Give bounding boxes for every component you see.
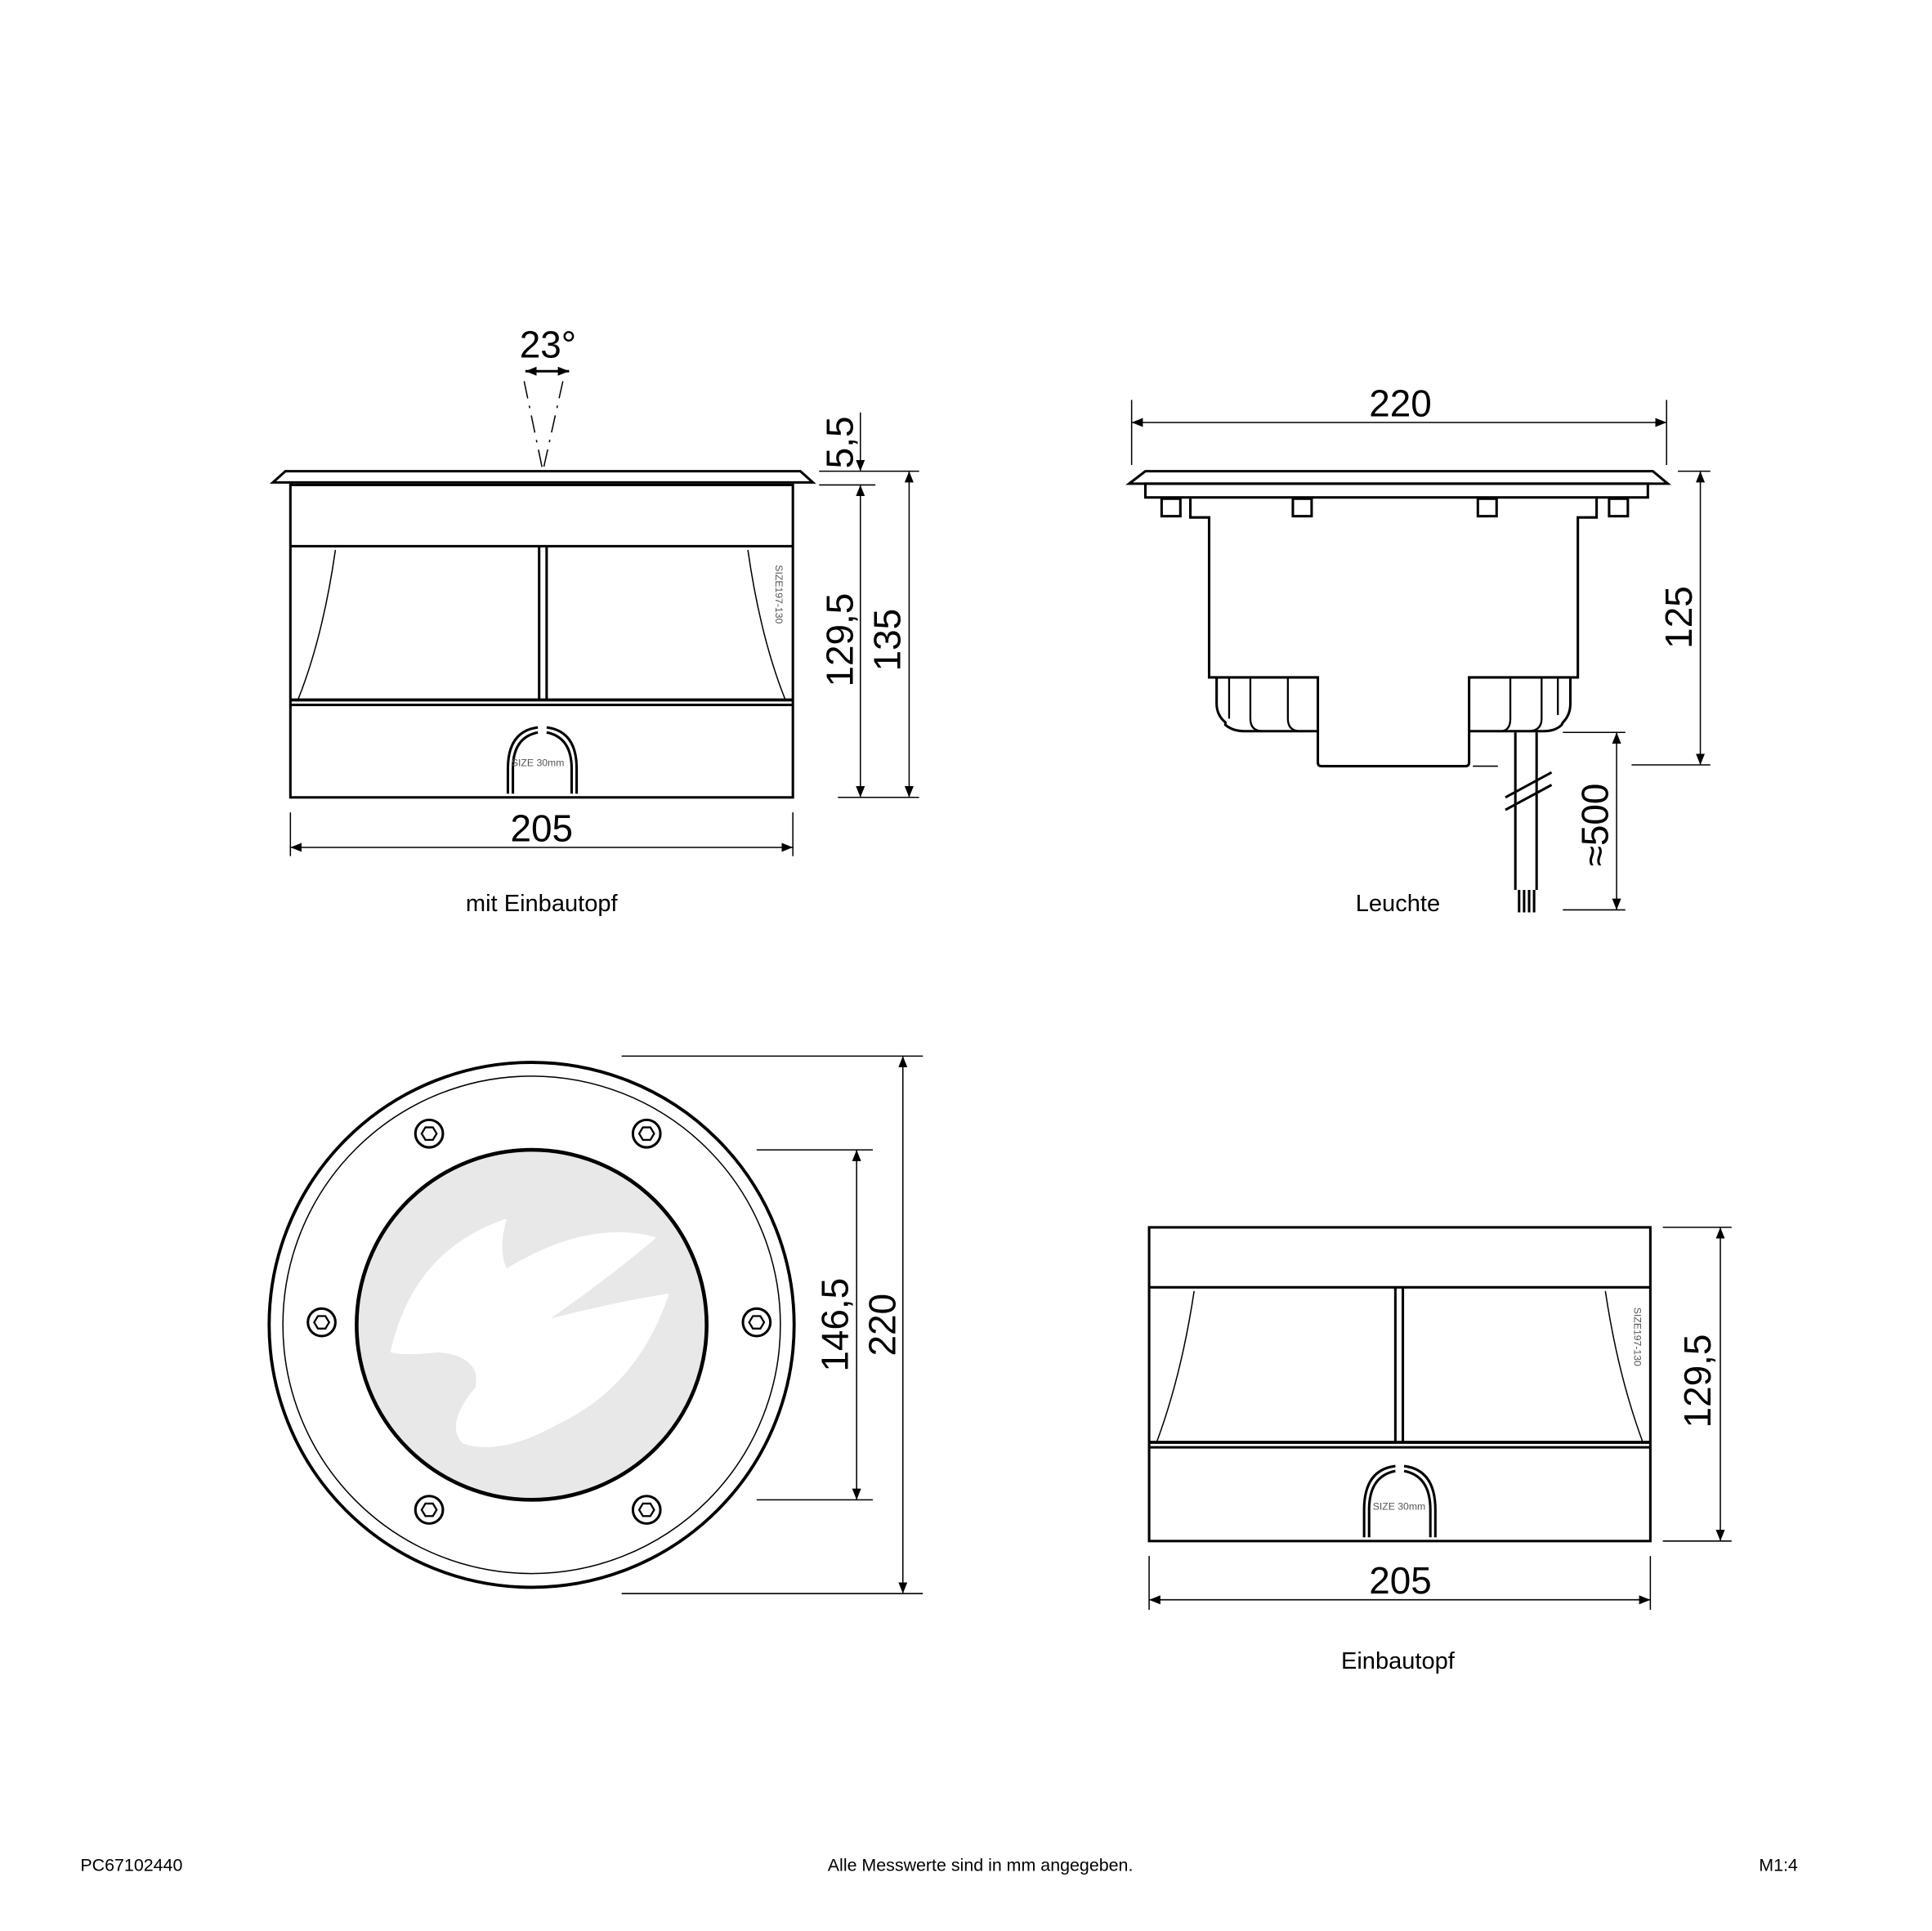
- scale-label: M1:4: [1759, 1856, 1798, 1875]
- housing-side: SIZE 30mm SIZE197-130: [1147, 1226, 1652, 1543]
- dim-total-height: 135: [866, 609, 909, 672]
- dimensions: 220 125 ≈500: [1130, 382, 1711, 911]
- footer: PC67102440 Alle Messwerte sind in mm ang…: [80, 1856, 1798, 1875]
- dim-cable: ≈500: [1573, 784, 1616, 867]
- view-top: 220 146,5: [267, 1055, 924, 1594]
- dim-height: 129,5: [1676, 1334, 1719, 1428]
- size-vertical-label: SIZE197-130: [773, 565, 785, 624]
- size-arch-label: SIZE 30mm: [1373, 1501, 1426, 1513]
- housing-side: SIZE 30mm SIZE197-130: [269, 470, 816, 799]
- dim-diameter: 220: [861, 1294, 904, 1357]
- dim-width: 220: [1369, 382, 1432, 424]
- dim-height: 125: [1657, 586, 1700, 649]
- view-einbautopf: SIZE 30mm SIZE197-130 129,5 205 Einbauto…: [1147, 1226, 1732, 1674]
- dim-width: 205: [1369, 1559, 1432, 1602]
- dimensions: 129,5 205: [1148, 1227, 1732, 1610]
- units-note: Alle Messwerte sind in mm angegeben.: [828, 1856, 1134, 1875]
- screws: [306, 1118, 772, 1525]
- dim-lens: 146,5: [813, 1278, 856, 1372]
- dim-width: 205: [510, 807, 573, 849]
- caption-leuchte: Leuchte: [1356, 891, 1440, 917]
- caption-mit-einbautopf: mit Einbautopf: [466, 891, 619, 917]
- article-number: PC67102440: [80, 1856, 182, 1875]
- dim-flange: 5,5: [819, 417, 861, 469]
- size-arch-label: SIZE 30mm: [512, 758, 565, 769]
- dim-body-height: 129,5: [819, 593, 861, 687]
- lens-reflection: [390, 1218, 669, 1447]
- luminaire-side: [1125, 470, 1672, 913]
- caption-einbautopf: Einbautopf: [1341, 1648, 1456, 1674]
- view-leuchte: 220 125 ≈500 Leuchte: [1125, 382, 1711, 917]
- beam-angle-indicator: 23°: [520, 323, 576, 472]
- dimensions: 220 146,5: [621, 1055, 924, 1594]
- view-mit-einbautopf: 23° SIZE 30mm SIZE197-130 5,5: [269, 323, 919, 917]
- size-vertical-label: SIZE197-130: [1631, 1307, 1643, 1366]
- dimensions: 5,5 129,5 135 205: [289, 412, 919, 856]
- beam-angle-label: 23°: [520, 323, 576, 365]
